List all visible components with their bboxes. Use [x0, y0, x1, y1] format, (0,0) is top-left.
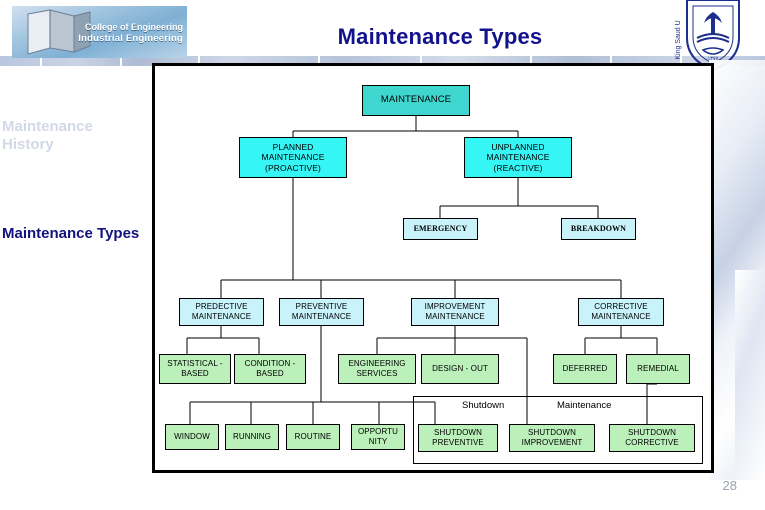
node-engsvc-line1: ENGINEERING [348, 358, 406, 368]
page-number: 28 [722, 478, 737, 493]
group-label-maintenance: Maintenance [557, 400, 612, 411]
node-unplanned-line1: UNPLANNED [491, 141, 545, 152]
node-predective-line1: PREDECTIVE [195, 301, 248, 311]
header-decorative-band [0, 56, 765, 66]
decorative-swoosh-secondary [735, 270, 765, 480]
node-breakdown-label: BREAKDOWN [570, 223, 627, 233]
svg-text:King Saud U: King Saud U [675, 20, 682, 59]
node-unplanned-maintenance[interactable]: UNPLANNED MAINTENANCE (REACTIVE) [464, 137, 572, 178]
node-corrective-maintenance[interactable]: CORRECTIVE MAINTENANCE [578, 298, 664, 326]
node-planned-line3: (PROACTIVE) [265, 162, 321, 173]
college-logo-line2: Industrial Engineering [78, 33, 183, 44]
maintenance-types-diagram: MAINTENANCE PLANNED MAINTENANCE (PROACTI… [152, 63, 714, 473]
node-shutdown-corrective[interactable]: SHUTDOWN CORRECTIVE [609, 424, 695, 452]
node-sd-improvement-line2: IMPROVEMENT [521, 438, 583, 447]
node-engsvc-line2: SERVICES [356, 369, 398, 378]
node-condition-based[interactable]: CONDITION - BASED [234, 354, 306, 384]
node-sd-preventive-line2: PREVENTIVE [432, 438, 484, 447]
node-routine-label: ROUTINE [294, 431, 332, 441]
group-label-shutdown: Shutdown [462, 400, 505, 411]
node-opportunity[interactable]: OPPORTU NITY [351, 424, 405, 450]
node-window[interactable]: WINDOW [165, 424, 219, 450]
node-design-out-label: DESIGN - OUT [432, 363, 488, 373]
node-sd-corrective-line2: CORRECTIVE [625, 438, 679, 447]
node-preventive-maintenance[interactable]: PREVENTIVE MAINTENANCE [279, 298, 364, 326]
node-improvement-maintenance[interactable]: IMPROVEMENT MAINTENANCE [411, 298, 499, 326]
node-statistical-line2: BASED [181, 369, 209, 378]
node-improvement-line2: MAINTENANCE [425, 312, 485, 321]
node-predective-line2: MAINTENANCE [191, 312, 252, 321]
page-title: Maintenance Types [337, 24, 543, 49]
node-statistical-based[interactable]: STATISTICAL - BASED [159, 354, 231, 384]
node-window-label: WINDOW [174, 431, 210, 441]
node-corrective-line2: MAINTENANCE [591, 312, 651, 321]
group-shutdown-maintenance [413, 396, 703, 464]
diagram-connectors [186, 116, 658, 424]
node-unplanned-line3: (REACTIVE) [493, 162, 543, 173]
node-condition-line1: CONDITION - [244, 358, 296, 368]
node-deferred[interactable]: DEFERRED [553, 354, 617, 384]
node-sd-preventive-line1: SHUTDOWN [434, 427, 482, 437]
node-maintenance[interactable]: MAINTENANCE [362, 85, 470, 116]
node-shutdown-improvement[interactable]: SHUTDOWN IMPROVEMENT [509, 424, 595, 452]
node-running[interactable]: RUNNING [225, 424, 279, 450]
node-sd-corrective-line1: SHUTDOWN [628, 427, 676, 437]
node-opportunity-line2: NITY [368, 437, 388, 446]
node-planned-line1: PLANNED [272, 141, 314, 152]
college-logo: College of Engineering Industrial Engine… [12, 6, 187, 58]
node-remedial[interactable]: REMEDIAL [626, 354, 690, 384]
sidebar-item-maintenance-types[interactable]: Maintenance Types [2, 225, 140, 242]
college-logo-line1: College of Engineering [84, 22, 183, 32]
node-statistical-line1: STATISTICAL - [167, 358, 223, 368]
node-remedial-label: REMEDIAL [637, 363, 679, 373]
node-corrective-line1: CORRECTIVE [594, 301, 648, 311]
node-breakdown[interactable]: BREAKDOWN [561, 218, 636, 240]
node-design-out[interactable]: DESIGN - OUT [421, 354, 499, 384]
node-opportunity-line1: OPPORTU [357, 426, 399, 436]
node-routine[interactable]: ROUTINE [286, 424, 340, 450]
node-condition-line2: BASED [256, 369, 284, 378]
open-book-icon [27, 9, 91, 55]
node-maintenance-label: MAINTENANCE [380, 94, 452, 106]
node-sd-improvement-line1: SHUTDOWN [528, 427, 576, 437]
node-improvement-line1: IMPROVEMENT [424, 301, 486, 311]
node-planned-maintenance[interactable]: PLANNED MAINTENANCE (PROACTIVE) [239, 137, 347, 178]
node-preventive-line2: MAINTENANCE [291, 312, 352, 321]
sidebar-item-maintenance-history[interactable]: Maintenance History [2, 118, 93, 153]
node-running-label: RUNNING [232, 431, 272, 441]
node-emergency[interactable]: EMERGENCY [403, 218, 478, 240]
node-emergency-label: EMERGENCY [413, 223, 468, 233]
node-preventive-line1: PREVENTIVE [295, 301, 348, 311]
college-logo-text: College of Engineering Industrial Engine… [63, 22, 183, 44]
node-predective-maintenance[interactable]: PREDECTIVE MAINTENANCE [179, 298, 264, 326]
node-deferred-label: DEFERRED [562, 363, 608, 373]
node-shutdown-preventive[interactable]: SHUTDOWN PREVENTIVE [418, 424, 498, 452]
node-unplanned-line2: MAINTENANCE [486, 152, 550, 163]
svg-text:١٣٧٧: ١٣٧٧ [708, 56, 719, 62]
node-planned-line2: MAINTENANCE [261, 152, 325, 163]
node-engineering-services[interactable]: ENGINEERING SERVICES [338, 354, 416, 384]
